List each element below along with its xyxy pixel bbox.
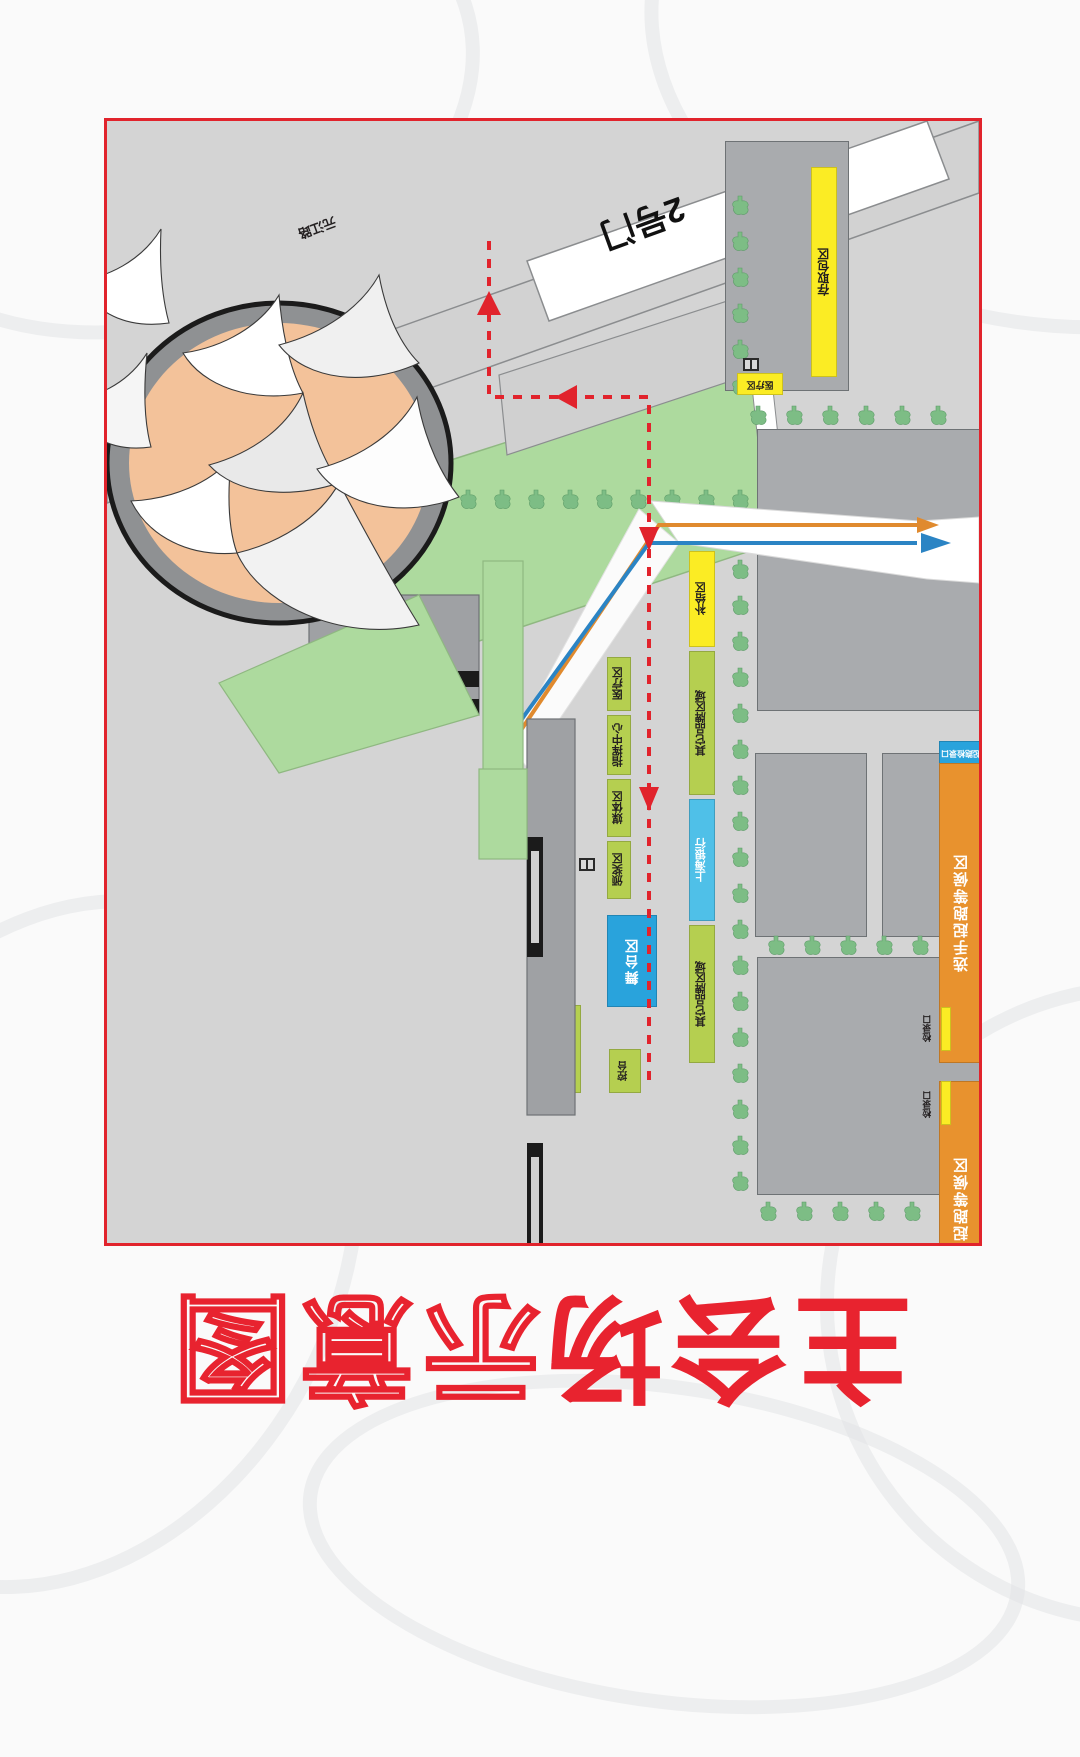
sprint-direction-arrow bbox=[509, 523, 917, 747]
restroom-icon-1 bbox=[743, 358, 759, 371]
athlete-entry-route bbox=[477, 241, 659, 1083]
page-title-outline: 示意图 bbox=[167, 1276, 542, 1417]
map-canvas: 补给区 其它品牌区域 上海银行 其它品牌区域 冲刺方向 起跑方向 起跑检录口 选… bbox=[107, 121, 979, 1243]
start-arrow-head bbox=[921, 533, 951, 553]
restroom-icon-2 bbox=[579, 858, 595, 871]
sprint-arrow-tail bbox=[917, 517, 939, 533]
stadium-complex bbox=[107, 228, 576, 1243]
page-title: 示意图 主会场 bbox=[0, 1272, 1080, 1442]
venue-map: 补给区 其它品牌区域 上海银行 其它品牌区域 冲刺方向 起跑方向 起跑检录口 选… bbox=[104, 118, 982, 1246]
page-title-solid: 主会场 bbox=[540, 1277, 913, 1416]
